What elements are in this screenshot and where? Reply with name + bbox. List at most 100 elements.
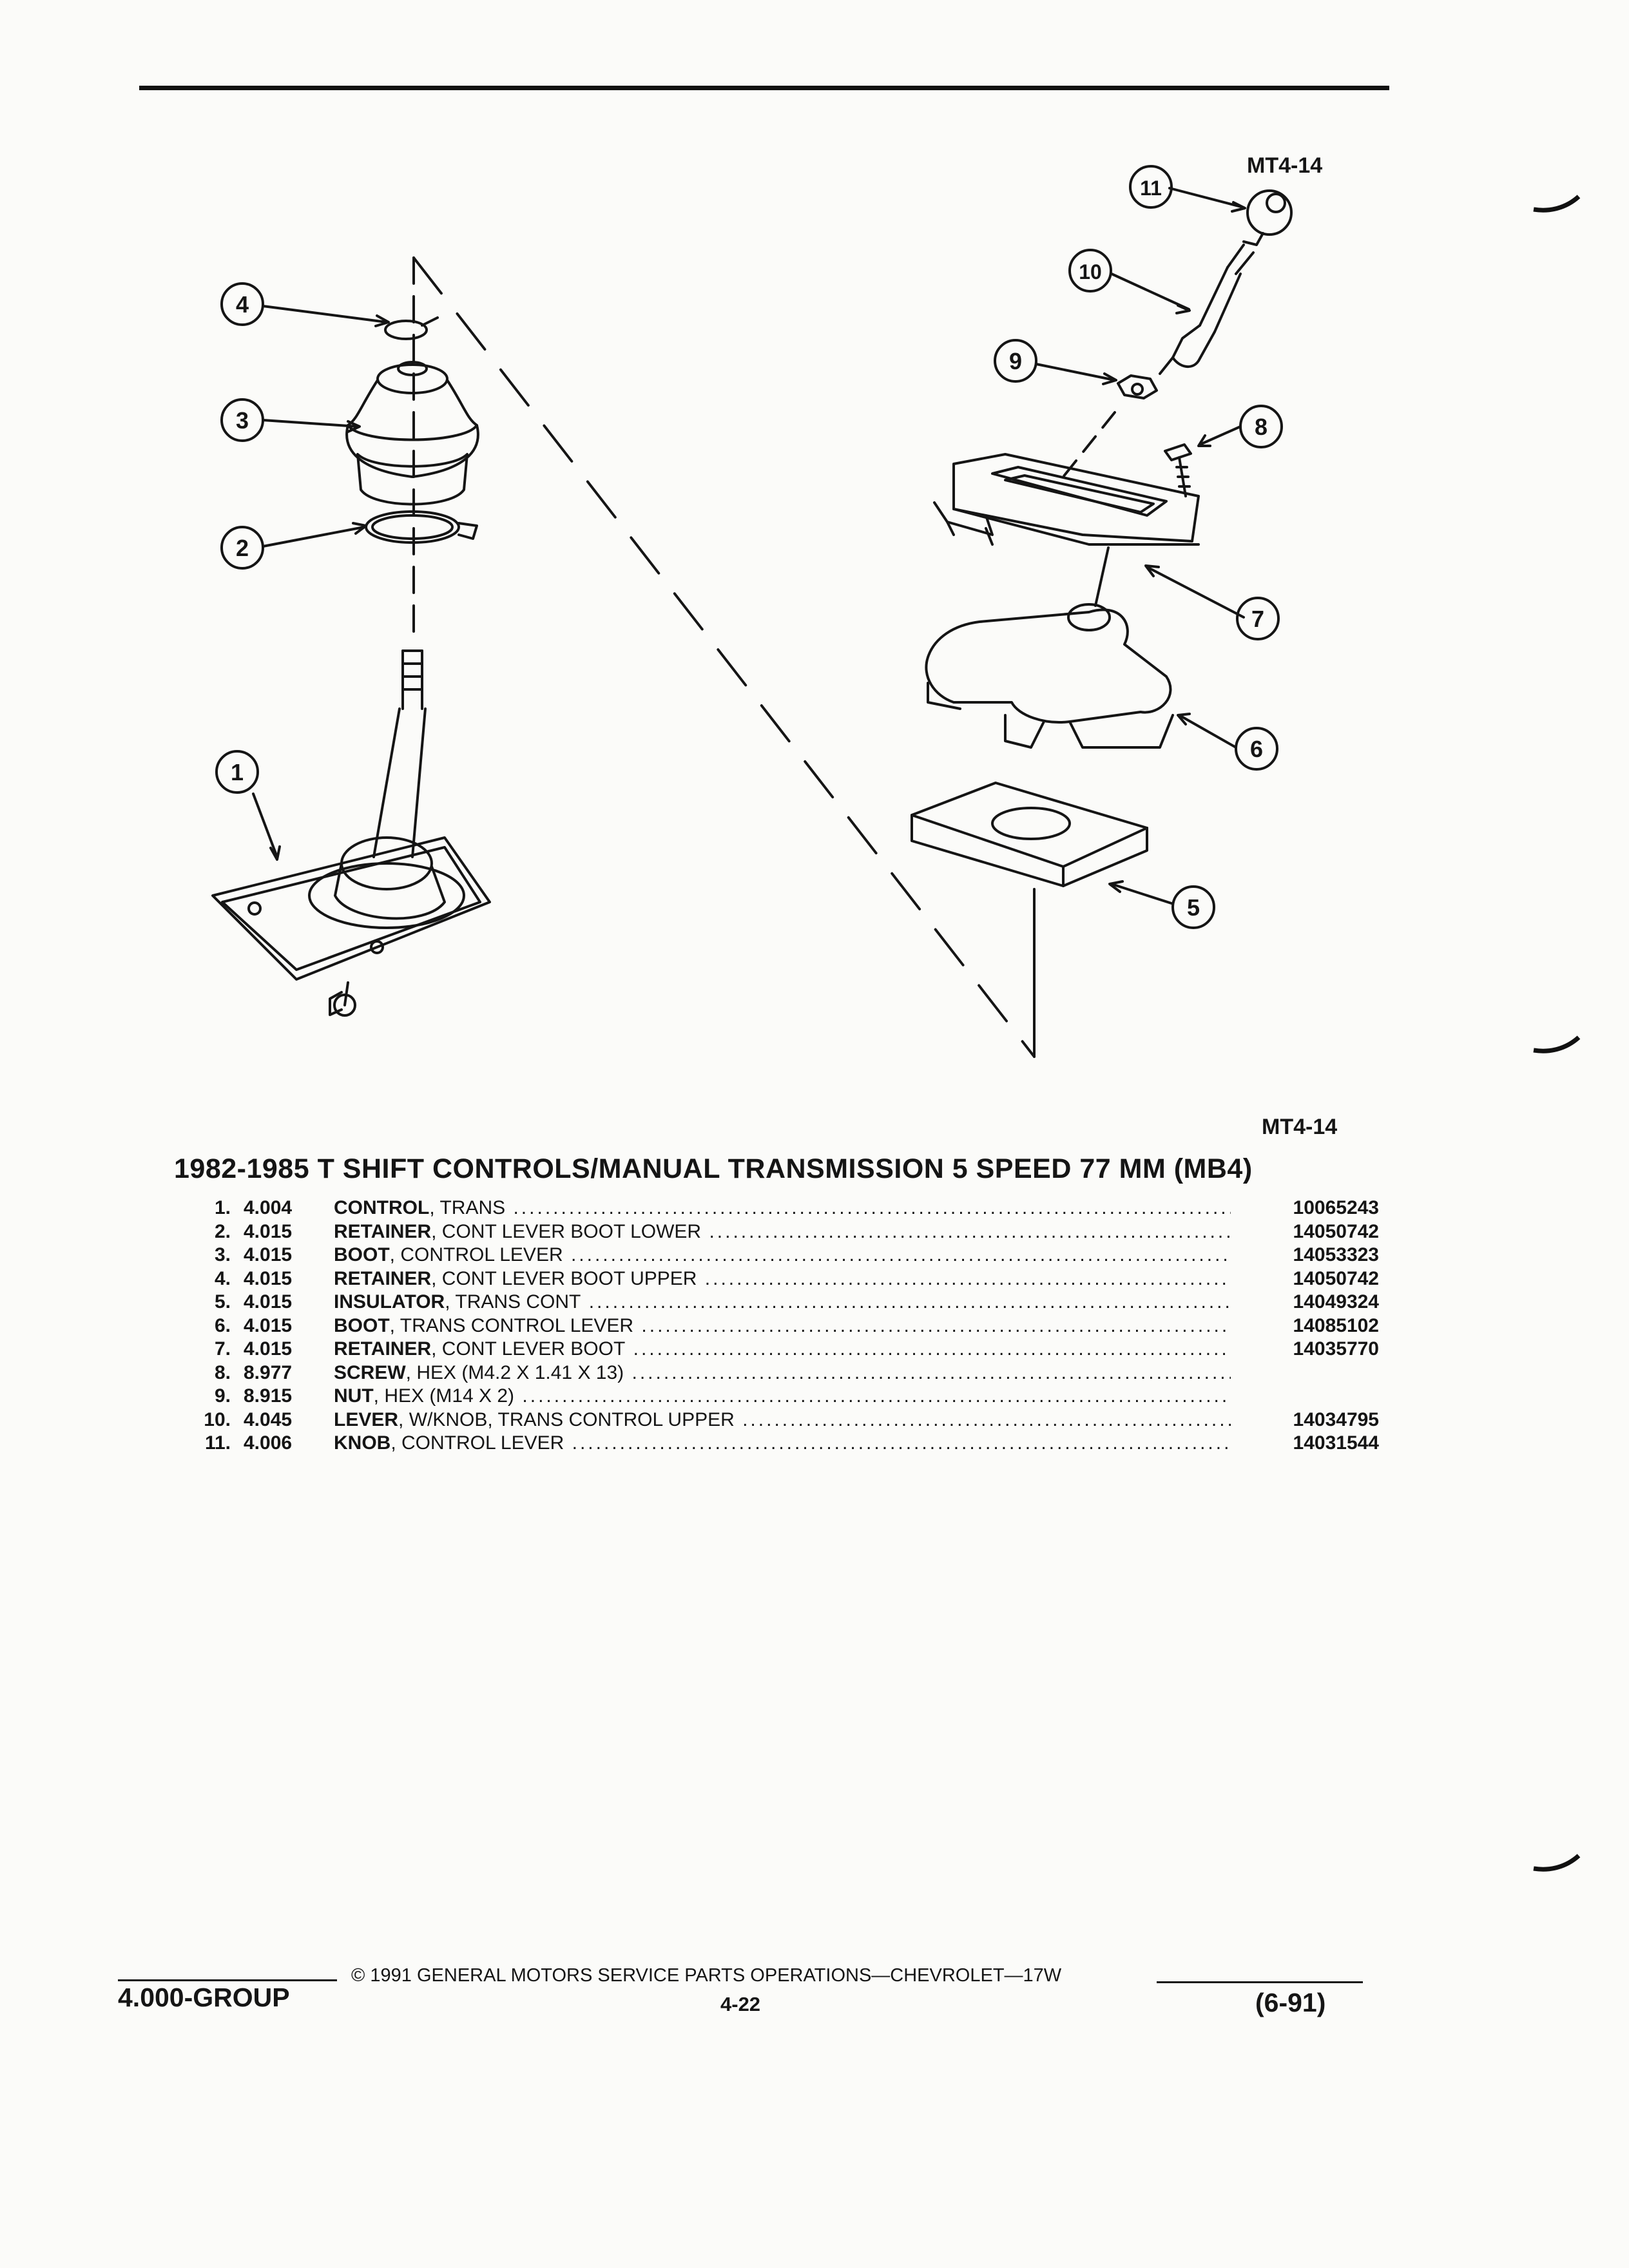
part-number: 9. bbox=[214, 1385, 231, 1407]
part-description: BOOT, CONTROL LEVER ....................… bbox=[334, 1244, 1231, 1266]
footer-date: (6-91) bbox=[1255, 1988, 1326, 2017]
part-description: INSULATOR, TRANS CONT ..................… bbox=[334, 1291, 1231, 1313]
part-number: 2. bbox=[214, 1220, 231, 1242]
part-4-retainer-upper bbox=[384, 316, 439, 340]
part-name: NUT bbox=[334, 1385, 374, 1407]
footer-group: 4.000-GROUP bbox=[118, 1983, 290, 2012]
group-number: 4.045 bbox=[244, 1408, 293, 1430]
part-8-screw bbox=[1164, 443, 1192, 497]
callout-2-label: 2 bbox=[236, 535, 249, 561]
callout-5 bbox=[1171, 885, 1215, 929]
part-detail: , TRANS CONTROL LEVER bbox=[389, 1314, 634, 1336]
parts-row: 11. 4.006 KNOB, CONTROL LEVER ............… bbox=[168, 1432, 1379, 1456]
callout-8 bbox=[1239, 405, 1283, 448]
callout-circles bbox=[215, 165, 1283, 929]
part-description: SCREW, HEX (M4.2 X 1.41 X 13) ..........… bbox=[334, 1362, 1231, 1384]
dot-leader: ........................................… bbox=[704, 1267, 1231, 1289]
part-name: RETAINER bbox=[334, 1338, 432, 1360]
part-name: BOOT bbox=[334, 1244, 390, 1265]
callout-6 bbox=[1235, 727, 1278, 771]
part-number: 5. bbox=[214, 1291, 231, 1312]
dot-leader: ........................................… bbox=[588, 1291, 1231, 1312]
callout-8-label: 8 bbox=[1255, 414, 1268, 440]
group-number: 4.015 bbox=[244, 1244, 293, 1265]
part-10-lever bbox=[1159, 244, 1255, 375]
dot-leader: ........................................… bbox=[572, 1432, 1231, 1454]
callout-3-label: 3 bbox=[236, 407, 249, 434]
exploded-parts-diagram: 4 3 2 1 5 6 7 8 9 10 11 bbox=[211, 165, 1293, 1058]
gm-part-number: 14053323 bbox=[1293, 1244, 1379, 1265]
callout-1-label: 1 bbox=[231, 759, 244, 785]
callout-9 bbox=[994, 339, 1037, 383]
parts-row: 5. 4.015 INSULATOR, TRANS CONT ...........… bbox=[168, 1291, 1379, 1315]
part-number: 10. bbox=[204, 1408, 231, 1430]
figure-label-top: MT4-14 bbox=[1247, 153, 1323, 178]
callout-4-label: 4 bbox=[236, 291, 249, 318]
gm-part-number: 14050742 bbox=[1293, 1267, 1379, 1289]
part-number: 4. bbox=[214, 1267, 231, 1289]
part-name: LEVER bbox=[334, 1408, 399, 1430]
part-name: BOOT bbox=[334, 1314, 390, 1336]
part-number: 7. bbox=[214, 1338, 231, 1360]
part-1-control bbox=[211, 649, 491, 1017]
part-5-insulator bbox=[911, 782, 1148, 887]
assembly-centerline bbox=[412, 256, 1036, 1058]
group-number: 8.977 bbox=[244, 1361, 293, 1383]
part-description: CONTROL, TRANS .........................… bbox=[334, 1197, 1231, 1219]
gm-part-number: 14034795 bbox=[1293, 1408, 1379, 1430]
group-number: 4.015 bbox=[244, 1267, 293, 1289]
parts-row: 2. 4.015 RETAINER, CONT LEVER BOOT LOWER .… bbox=[168, 1221, 1379, 1245]
part-detail: , CONT LEVER BOOT UPPER bbox=[431, 1267, 697, 1289]
gm-part-number: 10065243 bbox=[1293, 1197, 1379, 1218]
callout-1 bbox=[215, 750, 259, 794]
callout-4 bbox=[220, 282, 264, 326]
dot-leader: ........................................… bbox=[742, 1408, 1231, 1430]
group-number: 4.015 bbox=[244, 1338, 293, 1360]
part-detail: , TRANS bbox=[429, 1197, 506, 1218]
part-description: NUT, HEX (M14 X 2) .....................… bbox=[334, 1385, 1231, 1407]
callout-11 bbox=[1129, 165, 1173, 209]
dot-leader: ........................................… bbox=[633, 1338, 1231, 1360]
part-name: CONTROL bbox=[334, 1197, 430, 1218]
figure-label-bottom: MT4-14 bbox=[1262, 1115, 1338, 1139]
group-number: 4.006 bbox=[244, 1432, 293, 1454]
part-number: 1. bbox=[214, 1197, 231, 1218]
parts-row: 9. 8.915 NUT, HEX (M14 X 2) ..............… bbox=[168, 1385, 1379, 1409]
footer-copyright: © 1991 GENERAL MOTORS SERVICE PARTS OPER… bbox=[351, 1965, 1062, 1986]
part-description: RETAINER, CONT LEVER BOOT LOWER ........… bbox=[334, 1221, 1231, 1243]
callout-leaders bbox=[252, 187, 1246, 905]
callout-10-label: 10 bbox=[1079, 260, 1102, 284]
part-9-nut bbox=[1117, 374, 1158, 399]
section-title: 1982-1985 T SHIFT CONTROLS/MANUAL TRANSM… bbox=[174, 1153, 1253, 1184]
gm-part-number: 14050742 bbox=[1293, 1220, 1379, 1242]
dot-leader: ........................................… bbox=[631, 1361, 1231, 1383]
part-3-boot bbox=[345, 361, 479, 506]
part-detail: , TRANS CONT bbox=[445, 1291, 581, 1312]
part-detail: , CONT LEVER BOOT LOWER bbox=[431, 1220, 702, 1242]
group-number: 8.915 bbox=[244, 1385, 293, 1407]
dot-leader: ........................................… bbox=[570, 1244, 1231, 1265]
dot-leader: ........................................… bbox=[709, 1220, 1231, 1242]
part-2-retainer-lower bbox=[365, 510, 478, 544]
callout-9-label: 9 bbox=[1009, 348, 1022, 374]
part-name: RETAINER bbox=[334, 1267, 432, 1289]
part-description: RETAINER, CONT LEVER BOOT UPPER ........… bbox=[334, 1268, 1231, 1290]
dot-leader: ........................................… bbox=[513, 1197, 1231, 1218]
group-number: 4.015 bbox=[244, 1314, 293, 1336]
group-number: 4.015 bbox=[244, 1220, 293, 1242]
callout-11-label: 11 bbox=[1140, 177, 1162, 200]
part-number: 11. bbox=[204, 1432, 231, 1454]
part-detail: , CONT LEVER BOOT bbox=[431, 1338, 626, 1360]
part-name: SCREW bbox=[334, 1361, 406, 1383]
part-detail: , CONTROL LEVER bbox=[389, 1244, 563, 1265]
part-detail: , HEX (M14 X 2) bbox=[373, 1385, 515, 1407]
part-11-knob bbox=[1242, 189, 1293, 246]
footer-left-rule bbox=[118, 1979, 337, 1981]
group-number: 4.015 bbox=[244, 1291, 293, 1312]
part-description: KNOB, CONTROL LEVER ....................… bbox=[334, 1432, 1231, 1454]
part-detail: , W/KNOB, TRANS CONTROL UPPER bbox=[398, 1408, 735, 1430]
